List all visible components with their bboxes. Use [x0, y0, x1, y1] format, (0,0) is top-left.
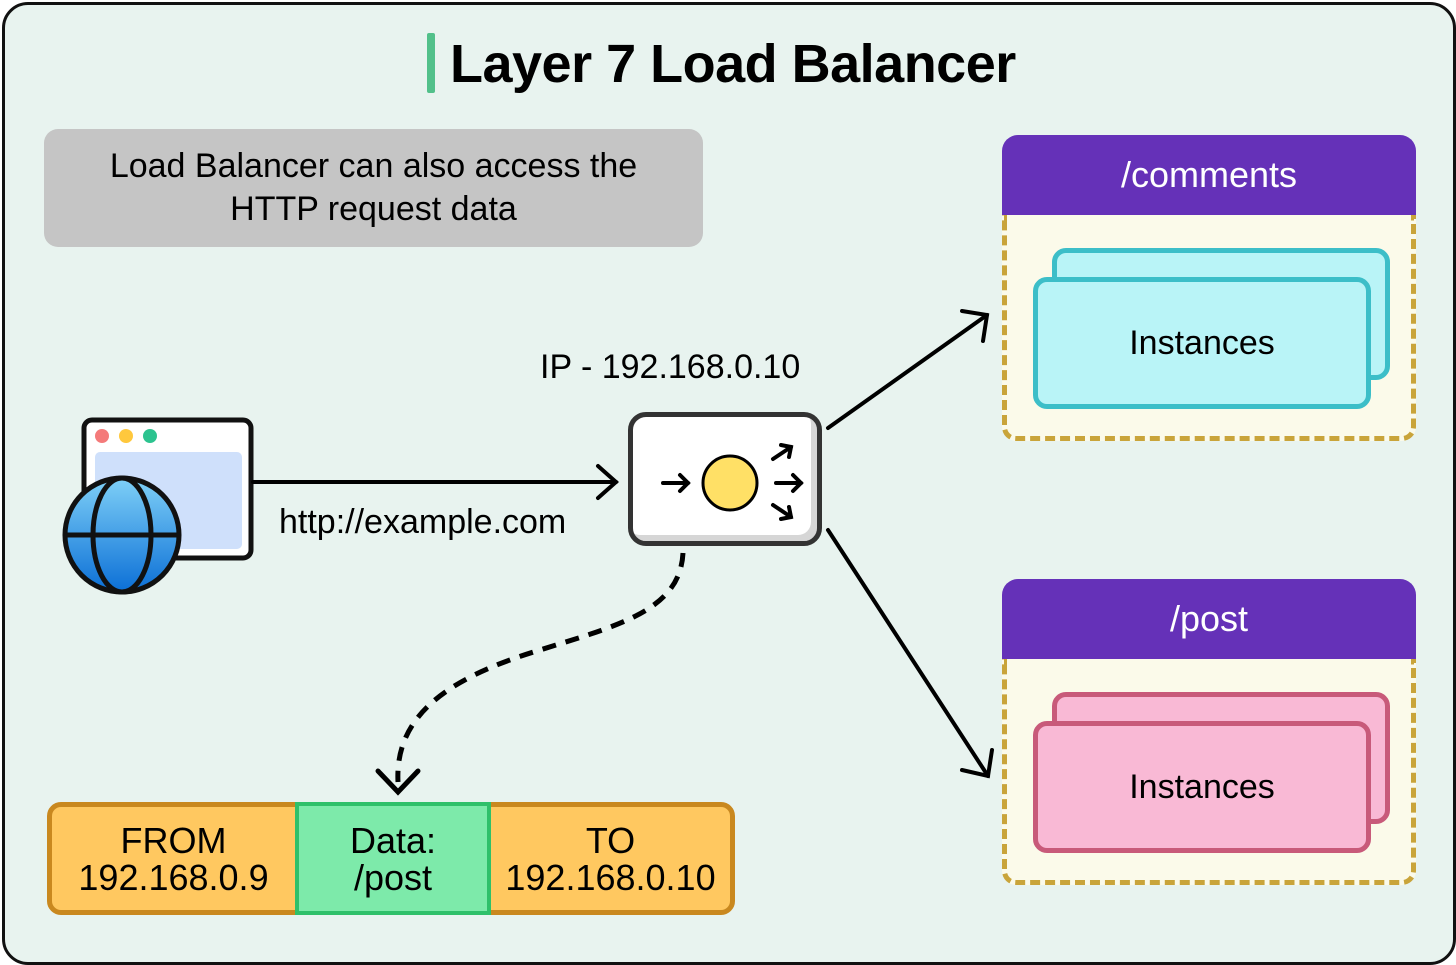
- title-accent-bar: [427, 33, 435, 93]
- load-balancer-node[interactable]: [628, 412, 822, 546]
- browser-dot-red: [95, 429, 109, 443]
- note-line-1: Load Balancer can also access the: [109, 147, 638, 185]
- instance-card[interactable]: Instances: [1033, 721, 1371, 853]
- info-note: Load Balancer can also access the HTTP r…: [44, 129, 703, 247]
- page-title: Layer 7 Load Balancer: [450, 34, 1016, 94]
- lb-ip-label: IP - 192.168.0.10: [540, 348, 801, 386]
- browser-dot-green: [143, 429, 157, 443]
- target-group-header: /comments: [1002, 135, 1416, 215]
- instance-card[interactable]: Instances: [1033, 277, 1371, 409]
- packet-from-ip: 192.168.0.9: [78, 856, 269, 898]
- packet-from-segment: FROM 192.168.0.9: [52, 807, 295, 910]
- request-arrow: [251, 464, 620, 500]
- note-line-2: HTTP request data: [230, 190, 517, 228]
- route-arrow-comments: [826, 309, 990, 430]
- target-group-body: Instances: [1002, 659, 1416, 885]
- request-url-label: http://example.com: [279, 503, 567, 541]
- globe-icon: [62, 475, 182, 595]
- target-group-comments[interactable]: /comments Instances: [1002, 135, 1416, 441]
- load-balancer-icon: [661, 443, 804, 521]
- packet-to-segment: TO 192.168.0.10: [491, 807, 730, 910]
- http-packet: FROM 192.168.0.9 Data: /post TO 192.168.…: [47, 802, 735, 915]
- target-group-body: Instances: [1002, 215, 1416, 441]
- target-group-post[interactable]: /post Instances: [1002, 579, 1416, 885]
- target-group-header: /post: [1002, 579, 1416, 659]
- inspect-arrow-dashed: [375, 552, 686, 796]
- packet-to-label: TO: [585, 819, 636, 861]
- packet-data-label: Data:: [349, 819, 437, 861]
- packet-data-value: /post: [353, 856, 433, 898]
- packet-from-label: FROM: [120, 819, 227, 861]
- packet-to-ip: 192.168.0.10: [505, 856, 716, 898]
- browser-dot-yellow: [119, 429, 133, 443]
- route-arrow-post: [826, 528, 994, 779]
- packet-data-segment: Data: /post: [295, 802, 491, 915]
